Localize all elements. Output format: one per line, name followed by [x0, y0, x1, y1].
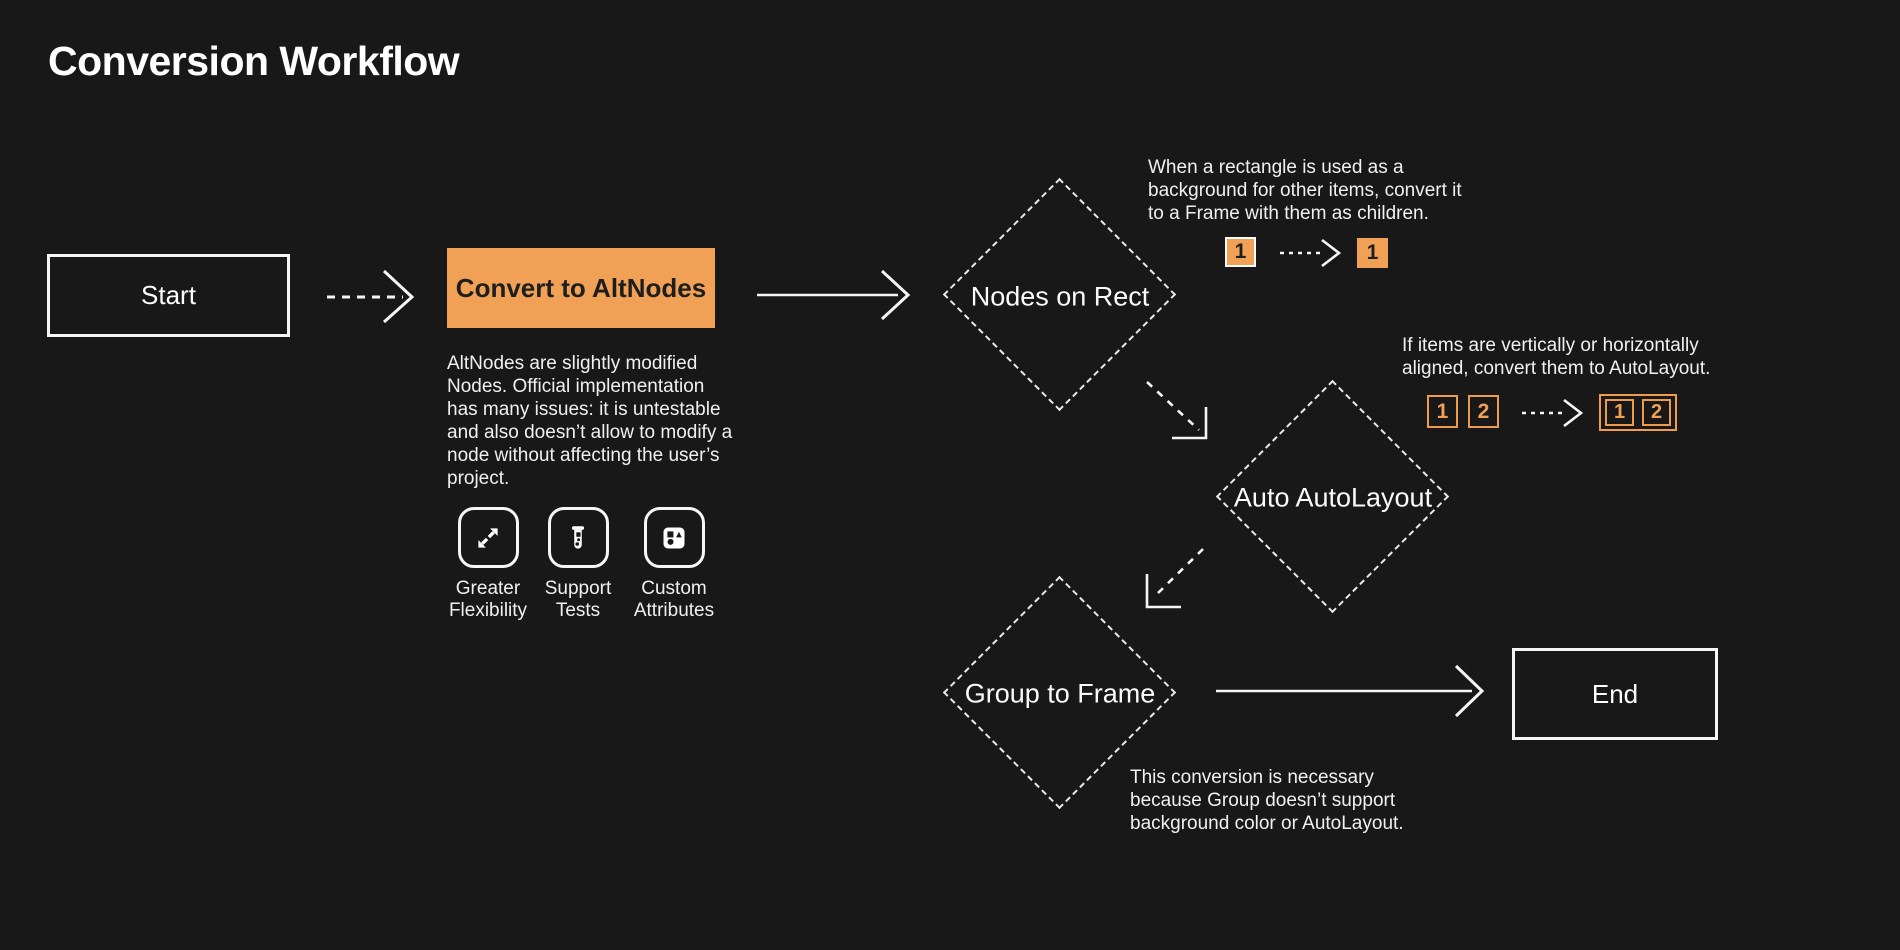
autolayout-before-chip-2: 2	[1468, 395, 1499, 428]
feature-label: Custom Attributes	[633, 578, 715, 621]
group-annotation-text: This conversion is necessary because Gro…	[1130, 767, 1404, 834]
chip-digit: 2	[1477, 399, 1490, 423]
chip-digit: 1	[1234, 240, 1247, 263]
feature-custom-attributes: Custom Attributes	[628, 507, 720, 622]
start-node[interactable]: Start	[47, 254, 290, 337]
group-to-frame-label: Group to Frame	[964, 678, 1156, 709]
autolayout-after-frame: 1 2	[1599, 394, 1677, 431]
convert-node-label: Convert to AltNodes	[455, 272, 707, 303]
feature-label: Greater Flexibility	[448, 578, 528, 621]
arrow-rect-annotation	[1280, 238, 1342, 268]
chip-digit: 1	[1436, 399, 1449, 423]
convert-to-altnodes-node[interactable]: Convert to AltNodes	[447, 248, 715, 328]
feature-greater-flexibility: Greater Flexibility	[440, 507, 536, 622]
rect-after-chip: 1	[1357, 238, 1388, 268]
page-title: Conversion Workflow	[48, 38, 460, 84]
chip-digit: 1	[1613, 401, 1626, 423]
test-tube-icon	[547, 507, 609, 568]
arrow-autolayout-annotation	[1522, 398, 1584, 428]
auto-autolayout-label: Auto AutoLayout	[1233, 482, 1433, 513]
chip-digit: 1	[1366, 241, 1379, 264]
arrow-convert-to-rect	[757, 269, 911, 321]
feature-support-tests: Support Tests	[538, 507, 618, 622]
rect-annotation-text: When a rectangle is used as a background…	[1148, 157, 1462, 224]
arrow-start-to-convert	[327, 269, 415, 324]
autolayout-after-chip-1: 1	[1605, 399, 1634, 426]
expand-icon	[457, 507, 519, 568]
autolayout-before-chip-1: 1	[1427, 395, 1458, 428]
feature-label: Support Tests	[544, 578, 612, 621]
end-node-label: End	[1591, 678, 1639, 709]
chip-digit: 2	[1650, 401, 1663, 423]
arrow-rect-to-autolayout	[1146, 381, 1208, 440]
arrow-group-to-end	[1216, 664, 1485, 718]
shapes-icon	[643, 507, 705, 568]
altnodes-description: AltNodes are slightly modified Nodes. Of…	[447, 353, 733, 489]
nodes-on-rect-label: Nodes on Rect	[970, 281, 1150, 312]
autolayout-annotation-text: If items are vertically or horizontally …	[1402, 335, 1711, 379]
end-node[interactable]: End	[1512, 648, 1718, 740]
start-node-label: Start	[141, 280, 196, 310]
rect-before-chip: 1	[1225, 237, 1256, 267]
arrow-autolayout-to-group	[1145, 548, 1204, 609]
autolayout-after-chip-2: 2	[1642, 399, 1671, 426]
